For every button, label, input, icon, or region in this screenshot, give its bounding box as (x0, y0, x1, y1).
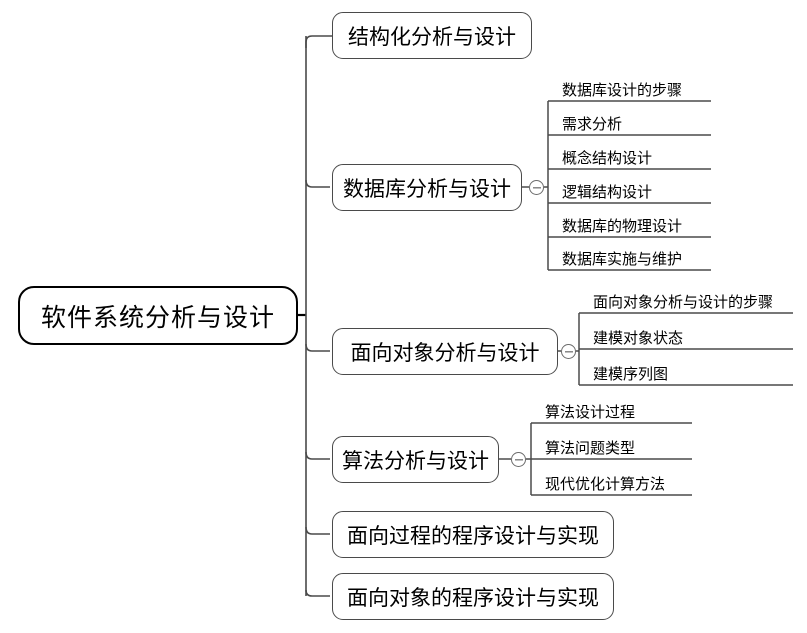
branch-node-label: 结构化分析与设计 (348, 24, 516, 49)
branch-node-algorithm-analysis[interactable]: 算法分析与设计 (332, 436, 499, 483)
leaf-label: 需求分析 (562, 115, 623, 133)
branch-node-database-analysis[interactable]: 数据库分析与设计 (332, 164, 522, 211)
leaf-label: 建模序列图 (593, 365, 669, 383)
leaf-model-sequence-diagram[interactable]: 建模序列图 (583, 362, 793, 385)
branch-node-structured-analysis[interactable]: 结构化分析与设计 (332, 12, 532, 59)
branch-node-label: 面向对象分析与设计 (350, 340, 540, 365)
leaf-label: 数据库实施与维护 (562, 250, 683, 268)
leaf-database-design-steps[interactable]: 数据库设计的步骤 (552, 78, 711, 101)
leaf-label: 数据库的物理设计 (562, 217, 683, 235)
branch-node-label: 数据库分析与设计 (343, 176, 511, 201)
leaf-model-object-state[interactable]: 建模对象状态 (583, 326, 793, 349)
leaf-algorithm-problem-types[interactable]: 算法问题类型 (535, 436, 692, 459)
branch-node-label: 面向过程的程序设计与实现 (347, 523, 599, 548)
leaf-label: 逻辑结构设计 (562, 183, 653, 201)
collapse-toggle-database[interactable] (529, 180, 544, 195)
branch-node-label: 面向对象的程序设计与实现 (347, 585, 599, 610)
leaf-conceptual-structure-design[interactable]: 概念结构设计 (552, 146, 711, 169)
branch-node-procedural-programming[interactable]: 面向过程的程序设计与实现 (332, 511, 614, 558)
leaf-logical-structure-design[interactable]: 逻辑结构设计 (552, 180, 711, 203)
branch-node-oo-programming[interactable]: 面向对象的程序设计与实现 (332, 573, 614, 620)
leaf-label: 面向对象分析与设计的步骤 (593, 293, 774, 311)
leaf-oo-design-steps[interactable]: 面向对象分析与设计的步骤 (583, 290, 793, 313)
root-node-label: 软件系统分析与设计 (40, 302, 275, 332)
leaf-requirements-analysis[interactable]: 需求分析 (552, 112, 711, 135)
collapse-toggle-oo-analysis[interactable] (561, 344, 576, 359)
leaf-physical-database-design[interactable]: 数据库的物理设计 (552, 214, 711, 237)
root-node[interactable]: 软件系统分析与设计 (18, 286, 298, 345)
leaf-algorithm-design-process[interactable]: 算法设计过程 (535, 400, 692, 423)
leaf-label: 算法设计过程 (545, 403, 636, 421)
leaf-label: 数据库设计的步骤 (562, 81, 683, 99)
leaf-database-implementation-maintenance[interactable]: 数据库实施与维护 (552, 247, 711, 270)
leaf-label: 算法问题类型 (545, 439, 636, 457)
leaf-label: 概念结构设计 (562, 149, 653, 167)
leaf-label: 现代优化计算方法 (545, 475, 666, 493)
branch-node-oo-analysis[interactable]: 面向对象分析与设计 (332, 328, 558, 375)
leaf-label: 建模对象状态 (593, 329, 684, 347)
branch-node-label: 算法分析与设计 (342, 448, 489, 473)
collapse-toggle-algorithm[interactable] (511, 452, 526, 467)
leaf-modern-optimization-methods[interactable]: 现代优化计算方法 (535, 472, 692, 495)
